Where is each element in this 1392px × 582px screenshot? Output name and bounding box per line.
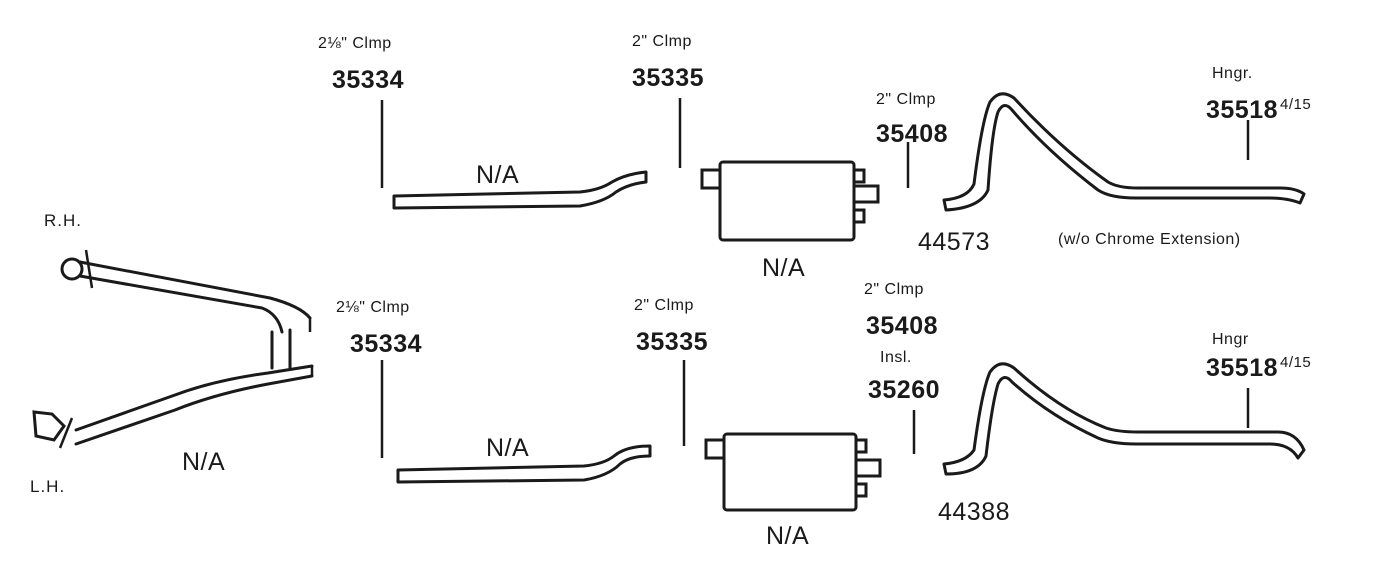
- rh-label: R.H.: [44, 211, 82, 230]
- top-muffler-na: N/A: [762, 254, 806, 282]
- bottom-hanger-desc: Hngr: [1212, 331, 1249, 348]
- top-intermediate-pipe: [392, 170, 648, 210]
- lh-flange: [32, 410, 66, 442]
- bottom-tailpipe-num: 44388: [938, 498, 1011, 526]
- bottom-hanger-num: 35518: [1206, 354, 1279, 382]
- y-pipe-na-label: N/A: [182, 448, 226, 476]
- y-pipe: [32, 249, 314, 449]
- bottom-insl-num: 35260: [868, 376, 941, 404]
- bottom-hanger-qty: 4/15: [1280, 354, 1312, 371]
- top-pipe-na: N/A: [476, 161, 520, 189]
- bottom-muffler-na: N/A: [766, 522, 810, 550]
- top-tailpipe: [942, 92, 1306, 212]
- top-clamp1-num: 35334: [332, 66, 405, 94]
- top-clamp1-desc: 2⅛" Clmp: [318, 35, 392, 52]
- top-hanger-qty: 4/15: [1280, 96, 1312, 113]
- bottom-muffler: [704, 432, 882, 512]
- bottom-clamp2-desc: 2" Clmp: [634, 297, 694, 314]
- bottom-tailpipe: [942, 362, 1306, 476]
- top-clamp2-num: 35335: [632, 64, 705, 92]
- top-hanger-desc: Hngr.: [1212, 65, 1253, 82]
- bottom-clamp1-num: 35334: [350, 330, 423, 358]
- bottom-pipe-na: N/A: [486, 434, 530, 462]
- bottom-clamp2-num: 35335: [636, 328, 709, 356]
- bottom-insl-desc: Insl.: [880, 349, 912, 366]
- top-tailpipe-note: (w/o Chrome Extension): [1058, 231, 1241, 248]
- top-hanger-num: 35518: [1206, 96, 1279, 124]
- bottom-clamp3-num: 35408: [866, 312, 939, 340]
- top-clamp2-desc: 2" Clmp: [632, 33, 692, 50]
- top-tailpipe-num: 44573: [918, 228, 991, 256]
- bottom-intermediate-pipe: [396, 444, 652, 484]
- bottom-clamp3-desc: 2" Clmp: [864, 281, 924, 298]
- top-clamp3-num: 35408: [876, 120, 949, 148]
- top-muffler: [700, 160, 880, 242]
- lh-label: L.H.: [30, 477, 66, 496]
- top-clamp3-desc: 2" Clmp: [876, 91, 936, 108]
- bottom-clamp1-desc: 2⅛" Clmp: [336, 299, 410, 316]
- rh-flange: [60, 257, 84, 281]
